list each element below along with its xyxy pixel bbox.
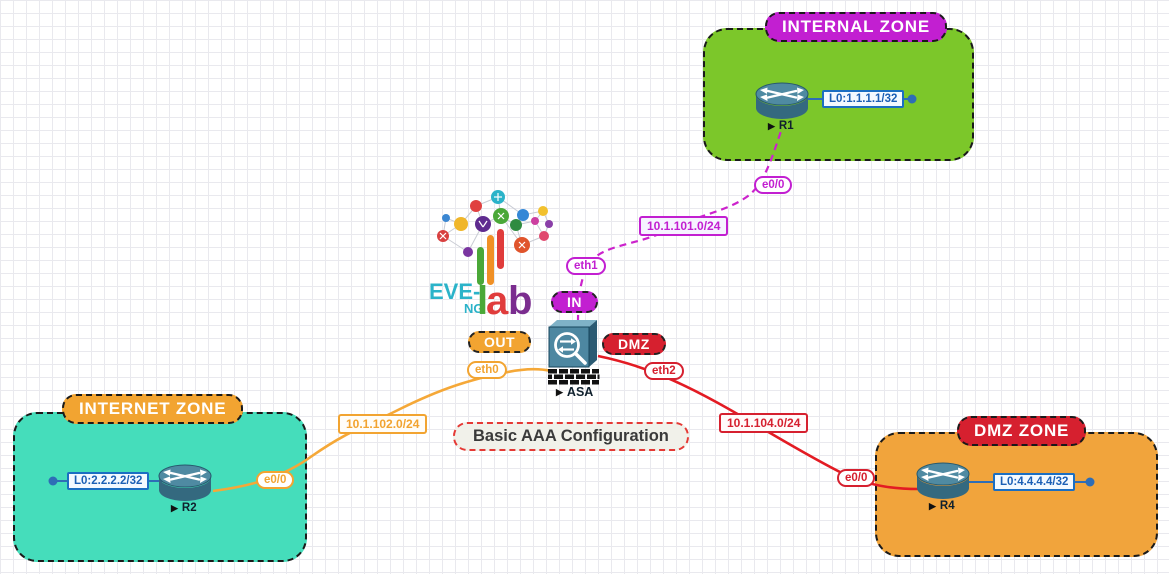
badge-out[interactable]: OUT xyxy=(468,331,532,353)
device-label-r1: ▶ R1 xyxy=(768,120,794,132)
interface-label-r4-e00: e0/0 xyxy=(837,469,876,487)
node-marker-icon: ▶ xyxy=(556,386,563,397)
zone-title-internal[interactable]: INTERNAL ZONE xyxy=(765,12,947,42)
firewall-asa[interactable] xyxy=(546,319,600,385)
eve-ng-logo: EVE- NG l a b xyxy=(429,190,553,323)
badge-in[interactable]: IN xyxy=(551,291,598,313)
device-name: R2 xyxy=(181,502,197,514)
interface-label-eth1: eth1 xyxy=(566,257,606,275)
network-label-internet[interactable]: 10.1.102.0/24 xyxy=(338,414,428,434)
device-name: R4 xyxy=(939,500,955,512)
router-r2[interactable] xyxy=(158,464,212,504)
interface-label-eth0: eth0 xyxy=(467,361,507,379)
router-r4[interactable] xyxy=(916,462,970,502)
device-label-asa: ▶ ASA xyxy=(556,385,593,399)
asa-lens-icon xyxy=(554,332,587,365)
loopback-label-r1[interactable]: L0:1.1.1.1/32 xyxy=(822,90,905,108)
device-name: ASA xyxy=(566,385,594,399)
interface-label-r2-e00: e0/0 xyxy=(256,471,295,489)
router-arrows-icon xyxy=(766,89,798,99)
network-label-internal[interactable]: 10.1.101.0/24 xyxy=(639,216,729,236)
loopback-label-r2[interactable]: L0:2.2.2.2/32 xyxy=(67,472,150,490)
logo-text-a: a xyxy=(486,279,509,323)
diagram-title[interactable]: Basic AAA Configuration xyxy=(453,422,689,451)
badge-dmz[interactable]: DMZ xyxy=(602,333,666,355)
interface-label-r1-e00: e0/0 xyxy=(754,176,793,194)
logo-network-nodes xyxy=(437,190,553,257)
device-name: R1 xyxy=(778,120,794,132)
node-marker-icon: ▶ xyxy=(768,120,775,131)
node-marker-icon: ▶ xyxy=(929,500,936,511)
router-r1[interactable] xyxy=(755,82,809,122)
network-label-dmz[interactable]: 10.1.104.0/24 xyxy=(719,413,809,433)
zone-title-dmz[interactable]: DMZ ZONE xyxy=(957,416,1087,446)
device-label-r4: ▶ R4 xyxy=(929,500,955,512)
logo-text-eve: EVE- xyxy=(429,279,480,304)
logo-text-ng: NG xyxy=(464,301,484,316)
logo-hand-bars xyxy=(477,229,504,285)
node-marker-icon: ▶ xyxy=(171,502,178,513)
zone-title-internet[interactable]: INTERNET ZONE xyxy=(62,394,244,424)
logo-text-b: b xyxy=(508,279,532,323)
device-label-r2: ▶ R2 xyxy=(171,502,197,514)
loopback-label-r4[interactable]: L0:4.4.4.4/32 xyxy=(993,473,1076,491)
logo-text-l: l xyxy=(477,279,488,323)
asa-brick-base-icon xyxy=(548,369,600,385)
interface-label-eth2: eth2 xyxy=(644,362,684,380)
